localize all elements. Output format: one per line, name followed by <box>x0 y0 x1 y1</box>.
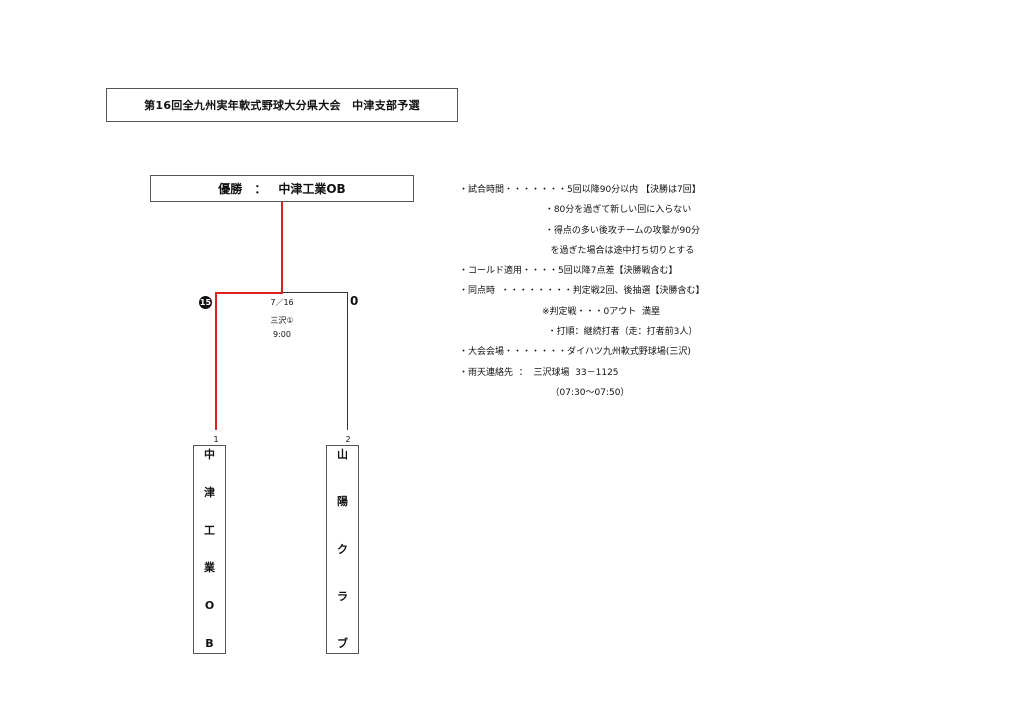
winner-label: 優勝 <box>218 182 243 196</box>
note-line: ※判定戦・・・0アウト 満塁 <box>459 306 660 317</box>
team1-char: 工 <box>204 523 215 537</box>
team1-char: B <box>205 636 214 650</box>
bracket-line-team2-vertical <box>347 292 348 430</box>
tournament-title: 第16回全九州実年軟式野球大分県大会 中津支部予選 <box>106 88 458 122</box>
note-line: ・打順：継続打者（走：打者前3人） <box>459 327 698 338</box>
match-time: 9:00 <box>273 330 291 339</box>
bracket-line-team1-vertical <box>215 292 217 430</box>
bracket-line-winner-horizontal <box>215 292 283 294</box>
note-line: ・コールド適用・・・・5回以降7点差【決勝戦含む】 <box>459 266 678 277</box>
bracket-line-loser-horizontal <box>283 292 348 293</box>
note-line: を過ぎた場合は途中打ち切りとする <box>459 245 695 256</box>
team1-char: O <box>204 599 215 613</box>
team2-char: ラ <box>337 589 348 603</box>
note-line: ・80分を過ぎて新しい回に入らない <box>459 205 692 216</box>
team1-char: 中 <box>204 448 215 461</box>
team2-char: ク <box>337 542 348 556</box>
team2-char: 陽 <box>337 495 348 509</box>
note-line: ・雨天連絡先 ： 三沢球場 33－1125 <box>459 367 619 378</box>
team2-char: 山 <box>337 448 348 461</box>
note-line: （07:30～07:50） <box>459 387 630 398</box>
note-line: ・大会会場・・・・・・・ダイハツ九州軟式野球場(三沢) <box>459 347 691 358</box>
note-line: ・得点の多い後攻チームの攻撃が90分 <box>459 225 701 236</box>
score-right: 0 <box>350 294 359 308</box>
team1-char: 業 <box>204 561 215 575</box>
winner-separator: ： <box>254 182 267 196</box>
rules-notes: ・試合時間・・・・・・・5回以降90分以内 【決勝は7回】 ・80分を過ぎて新し… <box>459 180 704 403</box>
winner-banner: 優勝 ： 中津工業OB <box>150 175 414 202</box>
match-venue: 三沢① <box>270 316 294 325</box>
team1-seed: 1 <box>213 435 219 444</box>
team1-char: 津 <box>204 485 215 499</box>
note-line: ・試合時間・・・・・・・5回以降90分以内 【決勝は7回】 <box>459 185 701 195</box>
score-left: 15 <box>199 296 212 309</box>
team2-box: 山 陽 ク ラ ブ <box>326 445 359 654</box>
team2-seed: 2 <box>345 435 351 444</box>
team1-box: 中 津 工 業 O B <box>193 445 226 654</box>
bracket-line-final-vertical <box>281 202 283 294</box>
team2-char: ブ <box>337 637 348 650</box>
match-date: 7／16 <box>270 298 294 307</box>
note-line: ・同点時 ・・・・・・・・判定戦2回、後抽選【決勝含む】 <box>459 286 705 297</box>
winner-team: 中津工業OB <box>278 182 346 196</box>
